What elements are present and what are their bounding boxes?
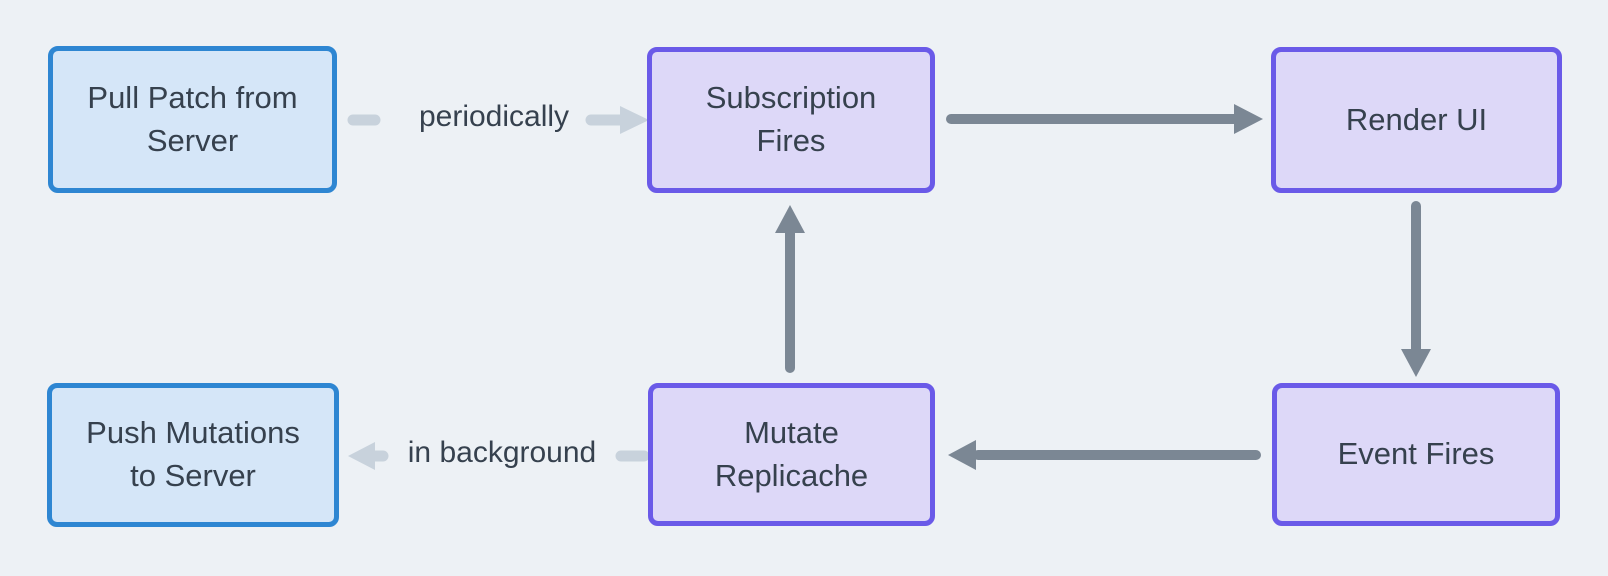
- node-label: Mutate Replicache: [714, 414, 869, 493]
- edge-render-to-event-arrow: [1401, 201, 1431, 377]
- node-label: Render UI: [1345, 101, 1488, 137]
- node-pull-patch-from-server: Pull Patch from Server: [48, 46, 337, 193]
- edge-event-to-mutate-arrow: [948, 440, 1261, 470]
- edge-label-in-background: in background: [407, 436, 597, 469]
- node-event-fires: Event Fires: [1272, 383, 1560, 526]
- node-render-ui: Render UI: [1271, 47, 1562, 193]
- edge-mutate-to-subscription-arrow: [775, 205, 805, 373]
- node-label: Pull Patch from Server: [87, 79, 298, 158]
- edge-subscription-to-render-arrow: [946, 104, 1263, 134]
- node-mutate-replicache: Mutate Replicache: [648, 383, 935, 526]
- node-label: Subscription Fires: [705, 80, 877, 158]
- node-label: Push Mutations to Server: [86, 415, 300, 493]
- node-subscription-fires: Subscription Fires: [647, 47, 935, 193]
- edge-label-periodically: periodically: [418, 100, 570, 133]
- node-push-mutations-to-server: Push Mutations to Server: [47, 383, 339, 527]
- node-label: Event Fires: [1337, 436, 1495, 472]
